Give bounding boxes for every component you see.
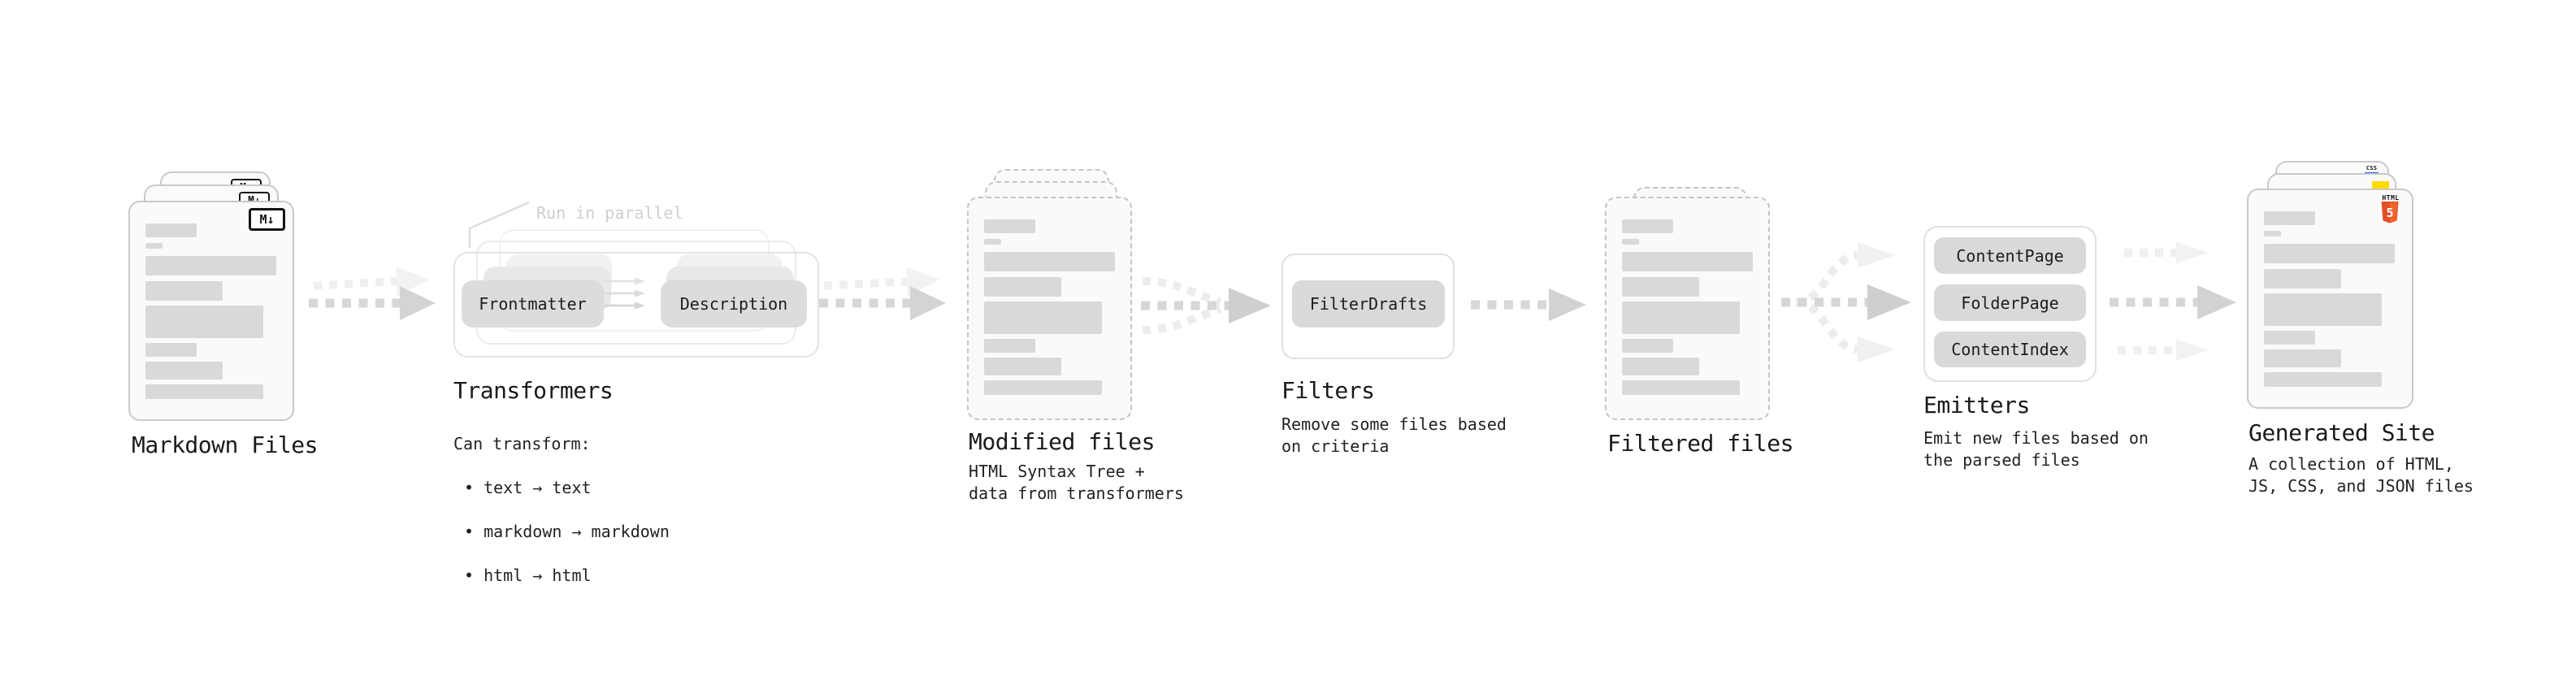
text-line-bar	[145, 384, 263, 399]
parallel-arrows-icon	[604, 277, 645, 310]
frontmatter-box: Frontmatter	[462, 280, 604, 327]
filtered-file-front	[1605, 197, 1770, 420]
text-line-bar	[984, 301, 1102, 334]
filter-drafts-label: FilterDrafts	[1309, 294, 1428, 314]
text-line-bar	[1622, 252, 1753, 271]
text-line-bar	[145, 243, 163, 249]
transformer-layer-front	[453, 252, 819, 358]
html5-five: 5	[2386, 206, 2393, 220]
folder-page-box: FolderPage	[1934, 284, 2086, 321]
content-index-box: ContentIndex	[1934, 332, 2086, 367]
emitters-caption: Emit new files based on the parsed files	[1923, 428, 2149, 470]
text-line-bar	[145, 362, 223, 380]
stage-title-transformers: Transformers	[453, 377, 614, 404]
css-icon-label: CSS	[2366, 165, 2378, 171]
text-line-bar	[2264, 231, 2281, 236]
text-line-bar	[1622, 380, 1740, 395]
markdown-icon-label: M↓	[259, 212, 275, 227]
content-page-label: ContentPage	[1956, 245, 2064, 266]
description-box: Description	[661, 280, 807, 327]
text-line-bar	[984, 219, 1035, 233]
text-line-bar	[2264, 349, 2341, 367]
stage-title-emitters: Emitters	[1923, 392, 2030, 419]
text-line-bar	[145, 343, 197, 357]
text-line-bar	[1622, 277, 1699, 297]
text-line-bar	[145, 306, 263, 338]
html5-shield: 5	[2381, 202, 2399, 223]
site-file-html: HTML 5	[2247, 189, 2413, 409]
text-line-bar	[984, 239, 1001, 245]
markdown-icon: M↓	[249, 208, 285, 231]
text-line-bar	[1622, 339, 1673, 353]
run-in-parallel-label: Run in parallel	[536, 203, 683, 223]
text-line-bar	[145, 281, 223, 301]
frontmatter-label: Frontmatter	[479, 294, 587, 314]
modified-files-caption: HTML Syntax Tree + data from transformer…	[969, 462, 1184, 503]
js-icon	[2372, 181, 2389, 189]
arrow-modified-to-filters	[1141, 277, 1271, 334]
stage-title-modified-files: Modified files	[969, 428, 1156, 455]
text-line-bar	[145, 223, 197, 237]
text-line-bar	[984, 339, 1035, 353]
text-line-bar	[984, 380, 1102, 395]
text-line-bar	[984, 358, 1061, 375]
transformers-caption: Can transform: • text → text • markdown …	[453, 411, 670, 609]
content-page-box: ContentPage	[1934, 237, 2086, 274]
text-line-bar	[2264, 372, 2382, 387]
text-line-bar	[1622, 301, 1740, 334]
text-line-bar	[2264, 269, 2341, 288]
transformers-caption-intro: Can transform:	[453, 434, 591, 453]
arrow-transformers-to-modified	[819, 267, 946, 320]
transformers-bullet: • markdown → markdown	[464, 522, 670, 541]
folder-page-label: FolderPage	[1961, 293, 2059, 313]
text-line-bar	[2264, 293, 2382, 326]
html5-icon: HTML 5	[2380, 194, 2401, 223]
arrow-emitters-to-site	[2110, 242, 2236, 361]
text-line-bar	[984, 252, 1115, 271]
text-line-bar	[984, 277, 1061, 297]
filter-drafts-box: FilterDrafts	[1292, 280, 1445, 327]
arrow-filters-to-filtered	[1471, 288, 1586, 321]
markdown-file-front: M↓	[128, 201, 294, 421]
stage-title-filters: Filters	[1281, 377, 1375, 404]
content-index-label: ContentIndex	[1951, 340, 2069, 359]
modified-file-front	[967, 197, 1132, 420]
text-line-bar	[1622, 219, 1673, 233]
transformers-bullet: • text → text	[464, 478, 592, 497]
arrow-markdown-to-transformers	[309, 267, 436, 320]
text-line-bar	[2264, 331, 2315, 345]
stage-title-filtered-files: Filtered files	[1607, 430, 1794, 457]
generated-site-caption: A collection of HTML, JS, CSS, and JSON …	[2249, 454, 2474, 496]
text-line-bar	[145, 256, 276, 275]
transformers-bullet: • html → html	[464, 566, 592, 585]
filters-caption: Remove some files based on criteria	[1281, 414, 1507, 456]
description-label: Description	[679, 294, 788, 314]
stage-title-markdown-files: Markdown Files	[132, 432, 319, 458]
stage-title-generated-site: Generated Site	[2249, 419, 2435, 446]
text-line-bar	[1622, 239, 1639, 245]
text-line-bar	[1622, 358, 1699, 375]
text-line-bar	[2264, 244, 2395, 263]
arrow-filtered-to-emitters	[1781, 242, 1911, 362]
html5-icon-label: HTML	[2382, 194, 2400, 202]
parallel-bracket-line	[468, 201, 530, 248]
text-line-bar	[2264, 211, 2315, 225]
